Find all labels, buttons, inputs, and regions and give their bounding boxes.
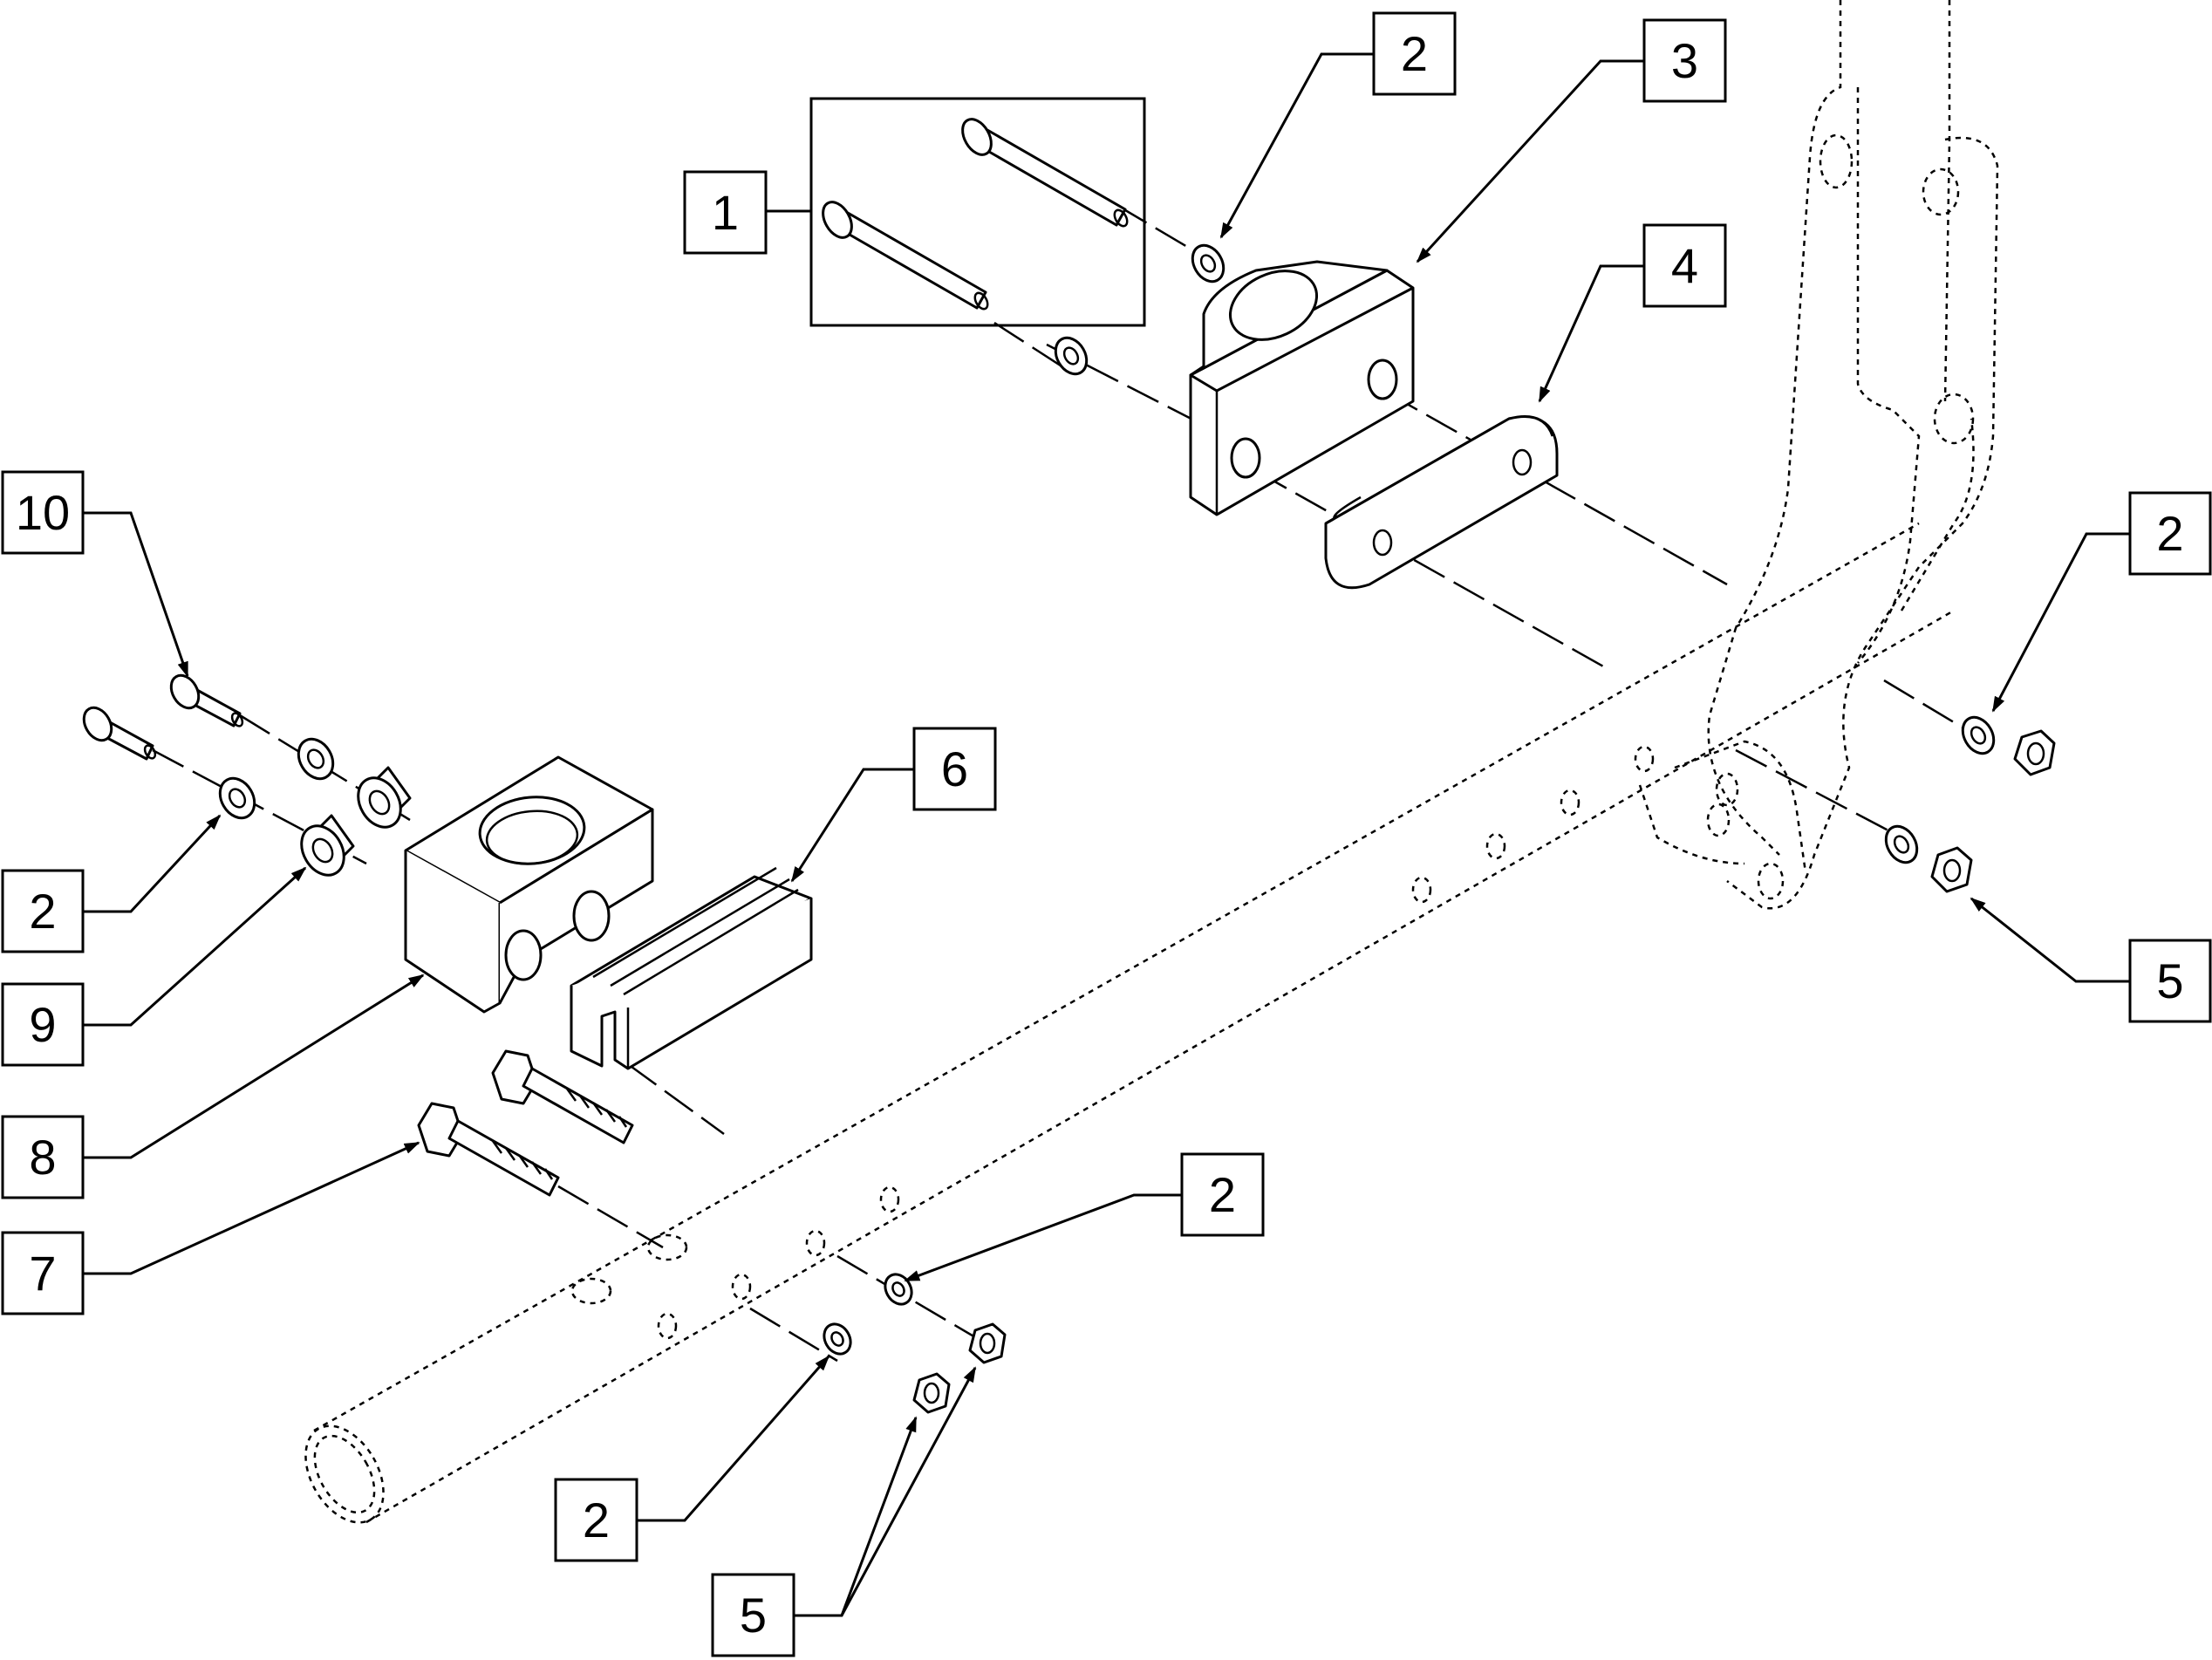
tube-holes (570, 745, 1655, 1340)
callout-4: 4 (1642, 223, 1727, 308)
callout-number: 8 (29, 1130, 56, 1185)
callout-box (554, 1478, 638, 1562)
washer-left-lower (218, 776, 256, 820)
upright-slot (1819, 133, 1854, 189)
nut-bottom-left (912, 1372, 951, 1414)
callout-9: 9 (1, 982, 85, 1067)
callout-6: 6 (912, 727, 997, 811)
callout-box (1372, 11, 1457, 96)
nut-bottom-right (968, 1322, 1007, 1364)
callout-box (1, 869, 85, 953)
callout-number: 5 (740, 1588, 767, 1643)
plate-hole-right (1512, 448, 1533, 476)
frame-upright-mid (1856, 87, 1921, 664)
callout-box (2128, 491, 2212, 576)
tube-end-outer (304, 1424, 385, 1524)
callout-leaders (83, 52, 2130, 1617)
pin-upper (961, 118, 1129, 228)
bracket-bolt-mid (1933, 393, 1975, 445)
callout-number: 3 (1671, 33, 1698, 88)
tube-end-inner (313, 1434, 376, 1514)
washer-lower (1054, 336, 1089, 376)
hex-bolt-upper (491, 1049, 634, 1144)
block-hole-left (1230, 437, 1261, 479)
callout-box (2128, 939, 2212, 1023)
washer-right-upper (1961, 715, 1996, 755)
spacer-bushing-lower (300, 814, 355, 877)
callout-box (711, 1573, 795, 1657)
washer-upper (1191, 243, 1225, 283)
pin-lower (822, 201, 989, 311)
callout-number: 5 (2156, 953, 2183, 1008)
frame-upright-right (1943, 0, 1951, 402)
callout-labels: 1 2 3 4 10 2 6 2 9 5 8 2 7 2 5 (1, 11, 2212, 1657)
callout-3: 3 (1642, 18, 1727, 103)
washer-bottom-left (823, 1322, 852, 1356)
slide-rail (570, 866, 813, 1070)
callout-2: 2 (1, 869, 85, 953)
hex-bolt-lower (417, 1102, 560, 1197)
hanger-bracket-outline (1726, 136, 1999, 910)
tube-bottom-edge (365, 609, 1955, 1524)
callout-number: 1 (712, 185, 739, 240)
callout-number: 9 (29, 997, 56, 1052)
callout-box (1, 1115, 85, 1199)
callout-box (1180, 1152, 1265, 1237)
callout-2: 2 (1372, 11, 1457, 96)
plate-hole-left (1372, 529, 1393, 557)
callout-1: 1 (683, 170, 768, 255)
nut-right-upper (2013, 729, 2056, 776)
washer-right-lower (1884, 824, 1919, 864)
block-hole-right (1367, 359, 1398, 400)
mount-block-hole-left (504, 929, 543, 981)
callout-number: 7 (29, 1246, 56, 1301)
assembly-centerlines (152, 203, 1972, 1363)
frame-upright-left (1707, 0, 1842, 856)
callout-number: 2 (2156, 506, 2183, 561)
callout-2: 2 (554, 1478, 638, 1562)
shoulder-pin-upper (169, 673, 244, 728)
callout-number: 10 (16, 485, 70, 540)
washer-left-upper (297, 737, 335, 781)
callout-box (683, 170, 768, 255)
block-bore (1228, 270, 1319, 341)
spacer-plate (1324, 415, 1559, 590)
callout-10: 10 (1, 470, 85, 555)
callout-2: 2 (2128, 491, 2212, 576)
pin-kit (809, 97, 1146, 327)
callout-number: 2 (1401, 26, 1428, 81)
tube-top-edge (313, 522, 1920, 1432)
shoulder-pin-lower (82, 706, 157, 761)
spacer-bushing-upper (357, 766, 412, 829)
callout-number: 2 (1209, 1167, 1236, 1222)
nut-right-lower (1930, 846, 1973, 893)
callout-box (1642, 223, 1727, 308)
washer-bottom-right (884, 1273, 913, 1306)
callout-box (1, 982, 85, 1067)
callout-2: 2 (1180, 1152, 1265, 1237)
phantom-frame (304, 0, 1999, 1524)
clamp-block (1189, 260, 1415, 516)
callout-5: 5 (2128, 939, 2212, 1023)
callout-number: 6 (941, 741, 968, 796)
callout-7: 7 (1, 1231, 85, 1315)
mount-block (404, 755, 654, 1014)
bracket-bolt-top (1922, 167, 1960, 216)
callout-number: 2 (29, 884, 56, 939)
callout-box (912, 727, 997, 811)
hanger-bracket-inner (1900, 418, 1975, 611)
callout-number: 2 (583, 1493, 610, 1547)
lower-plate-edge (1638, 784, 1745, 865)
callout-box (1642, 18, 1727, 103)
callout-box (1, 1231, 85, 1315)
callout-box (1, 470, 85, 555)
callout-8: 8 (1, 1115, 85, 1199)
callout-number: 4 (1671, 238, 1698, 293)
callout-5: 5 (711, 1573, 795, 1657)
lower-plate (1674, 740, 1807, 873)
mount-block-hole-right (572, 890, 611, 942)
